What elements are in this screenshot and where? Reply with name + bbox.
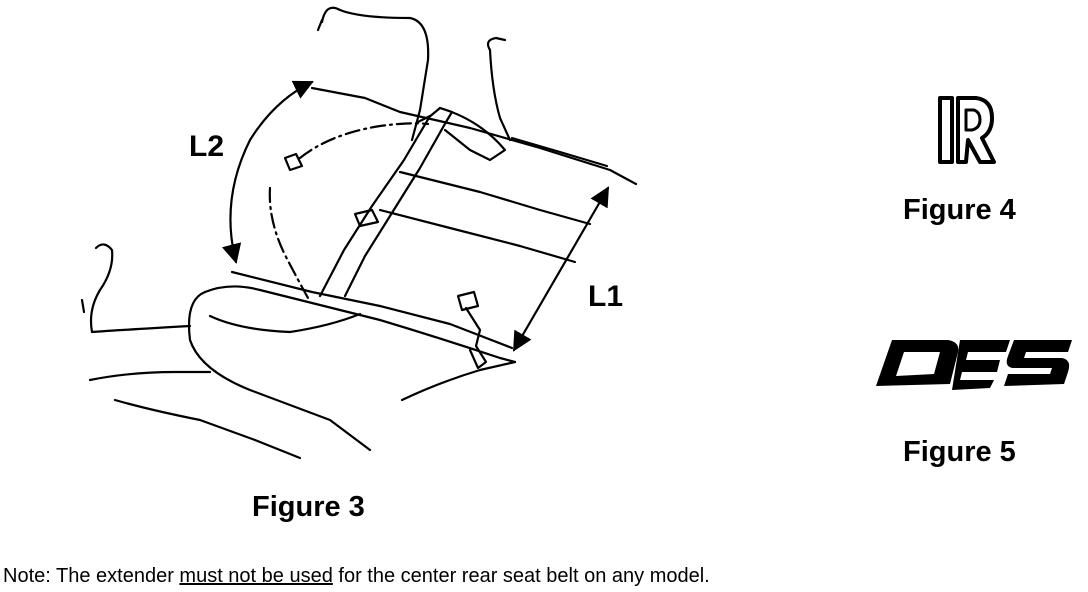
figure-4-caption: Figure 4	[903, 194, 1016, 226]
figure-4-mark-icon	[938, 96, 996, 164]
usage-note: Note: The extender must not be used for …	[3, 566, 710, 586]
figure-3-seat-drawing	[80, 6, 638, 460]
note-suffix: for the center rear seat belt on any mod…	[332, 565, 710, 587]
dimension-label-l1: L1	[588, 280, 624, 313]
dimension-label-l2: L2	[189, 130, 225, 163]
note-prefix: Note: The extender	[3, 565, 180, 587]
figure-5-caption: Figure 5	[903, 436, 1016, 468]
figure-5-mark-icon	[876, 340, 1072, 390]
note-emphasis: must not be used	[179, 565, 333, 587]
figure-3-caption: Figure 3	[252, 491, 365, 523]
